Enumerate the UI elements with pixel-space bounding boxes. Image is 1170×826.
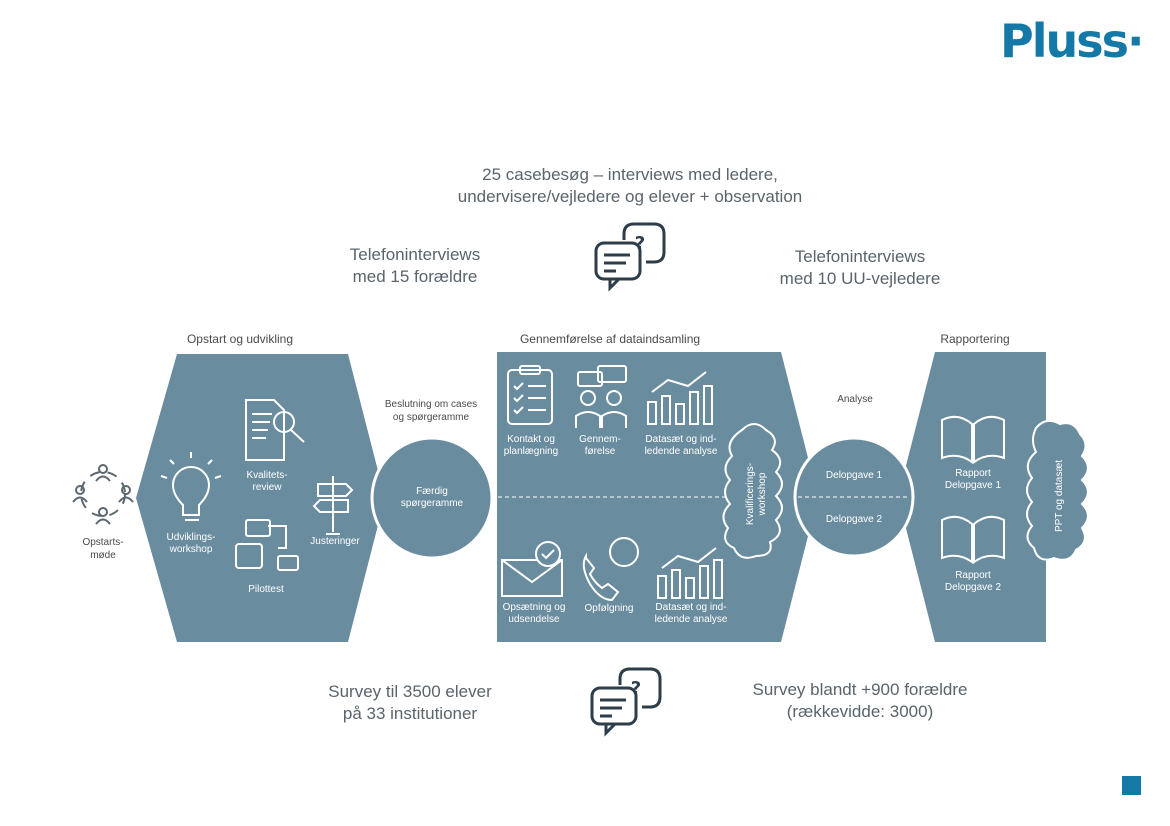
bottom-left-line1: Survey til 3500 elever [328,682,492,701]
kvalitet-line1: Kvalitets- [246,470,288,481]
top-right-text: Telefoninterviews med 10 UU-vejledere [750,246,970,290]
panel-opstart [136,354,385,642]
clipboard-checklist-icon [507,365,553,425]
rapport-1-label: Rapport Delopgave 1 [934,468,1012,492]
ppt-label: PPT og datasæt [1054,459,1065,533]
circle-faerdig-spoergeramme [370,436,494,560]
people-circle-icon [72,464,134,525]
top-center-text: 25 casebesøg – interviews med ledere, un… [380,164,880,208]
speech-question-icon-bottom: ? [590,667,662,737]
rapport-2-label: Rapport Delopgave 2 [934,570,1012,594]
ops-line2: udsendelse [508,614,560,625]
top-center-line2: undervisere/vejledere og elever + observ… [457,187,803,206]
bottom-left-line2: på 33 institutioner [342,704,478,723]
ops-line1: Opsætning og [502,602,566,613]
opfoelgning-label: Opfølgning [584,603,634,614]
datasaet-top-line1: Datasæt og ind- [645,434,717,445]
bottom-right-text: Survey blandt +900 forældre (rækkevidde:… [720,679,1000,723]
svg-text:?: ? [635,233,645,254]
kval-line2: workshop [757,472,768,516]
r2-line1: Rapport [955,570,991,581]
top-center-line1: 25 casebesøg – interviews med ledere, [482,165,778,184]
datasaet-top-line2: ledende analyse [644,446,718,457]
faerdig-line1: Færdig [416,486,448,497]
bottom-right-line2: (rækkevidde: 3000) [786,702,934,721]
top-right-line1: Telefoninterviews [794,247,926,266]
opstartsmoede-label: Opstarts- møde [73,536,133,562]
faerdig-label: Færdig spørgeramme [392,486,472,510]
opsaetning-label: Opsætning og udsendelse [496,602,572,626]
speech-question-icon-top: ? [594,222,666,292]
bottom-left-text: Survey til 3500 elever på 33 institution… [300,681,520,725]
kontakt-line2: planlægning [503,446,559,457]
opstart-line2: møde [90,550,116,561]
kontakt-line1: Kontakt og [507,434,555,445]
top-left-line1: Telefoninterviews [349,245,481,264]
kvalificeringsworkshop-label: Kvalificerings- workshop [745,449,769,539]
signpost-icon [312,476,354,535]
justeringer-label: Justeringer [310,536,360,547]
open-book-icon-2 [941,515,1005,564]
gennemfoerelse-label: Gennem- førelse [570,434,630,458]
datasaet-bottom-label: Datasæt og ind- ledende analyse [646,602,736,626]
r1-line2: Delopgave 1 [944,480,1002,491]
r1-line1: Rapport [955,468,991,479]
cloud-ppt [1026,419,1089,561]
kval-line1: Kvalificerings- [745,462,756,526]
datasaet-bottom-line2: ledende analyse [654,614,728,625]
datasaet-bottom-line1: Datasæt og ind- [655,602,727,613]
kvalitet-line2: review [252,482,282,493]
phone-question-icon [582,537,639,602]
faerdig-line2: spørgeramme [400,498,464,509]
phase-opstart: Opstart og udvikling [186,332,294,346]
delopgave-1-label: Delopgave 1 [825,470,883,481]
analyse-label: Analyse [837,394,873,405]
beslutning-line1: Beslutning om cases [384,399,478,410]
corner-square [1122,776,1141,795]
datasaet-top-label: Datasæt og ind- ledende analyse [636,434,726,458]
lightbulb-icon [160,452,222,521]
svg-text:?: ? [631,678,641,699]
bar-chart-icon-2 [657,547,723,599]
pluss-logo: Pluss· [1000,14,1145,68]
gennem-line2: førelse [584,446,616,457]
kontakt-label: Kontakt og planlægning [496,434,566,458]
udvikling-line1: Udviklings- [166,532,216,543]
cloud-kvalificering [722,423,783,559]
open-book-icon-1 [941,415,1005,464]
opstart-line1: Opstarts- [82,537,124,548]
udvikling-line2: workshop [169,544,213,555]
pilottest-label: Pilottest [248,584,284,595]
interview-people-icon [575,365,627,428]
top-left-line2: med 15 forældre [352,267,478,286]
bottom-right-line1: Survey blandt +900 forældre [752,680,968,699]
logo-dot: · [1127,14,1145,68]
envelope-check-icon [501,541,563,597]
panel-rapportering [898,352,1046,642]
top-right-line2: med 10 UU-vejledere [779,269,941,288]
kvalitetsreview-label: Kvalitets- review [232,470,302,494]
beslutning-label: Beslutning om cases og spørgeramme [366,398,496,424]
document-search-icon [245,399,305,461]
beslutning-line2: og spørgeramme [392,412,470,423]
phase-rapportering: Rapportering [940,332,1010,346]
bar-chart-icon [647,371,713,425]
r2-line2: Delopgave 2 [944,582,1002,593]
logo-text: Pluss [1000,14,1129,68]
udviklingsworkshop-label: Udviklings- workshop [156,532,226,556]
gennem-line1: Gennem- [579,434,621,445]
phase-gennemfoerelse: Gennemførelse af dataindsamling [519,332,701,346]
delopgave-2-label: Delopgave 2 [825,514,883,525]
chat-questions-icon [235,519,299,571]
top-left-text: Telefoninterviews med 15 forældre [320,244,510,288]
panel-dataindsamling [497,352,818,642]
